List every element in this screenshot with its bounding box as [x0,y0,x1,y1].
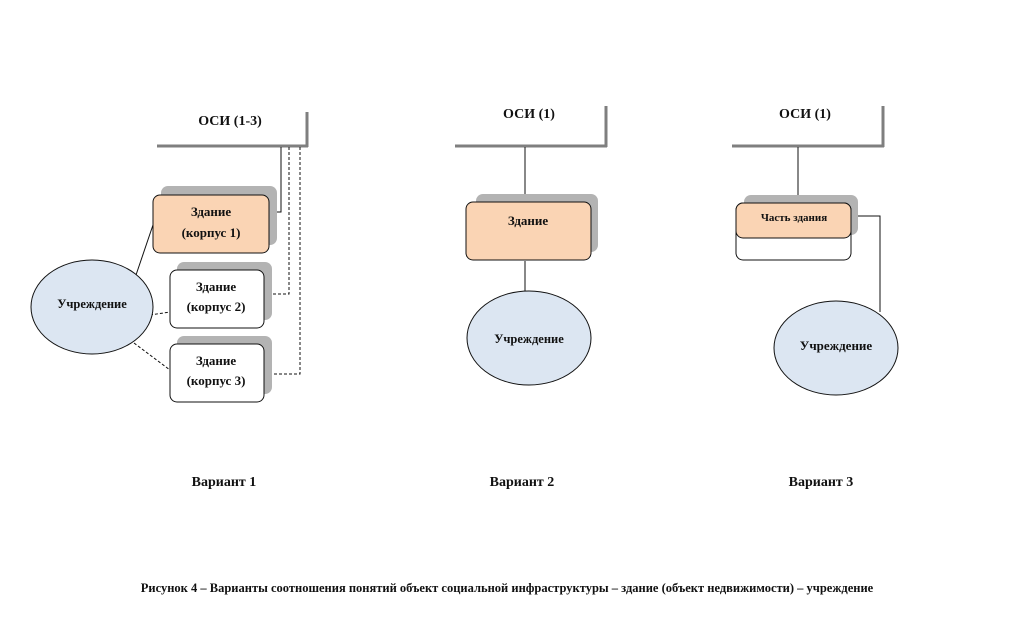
figure-caption: Рисунок 4 – Варианты соотношения понятий… [141,581,874,595]
institution-label: Учреждение [494,332,564,346]
osi-label: ОСИ (1-3) [198,114,262,129]
variant-title: Вариант 3 [789,475,854,490]
building-label: Здание [508,213,549,228]
connectors [133,147,301,375]
variant-3: ОСИ (1) Часть здания Учреждение Вариант … [732,106,899,490]
connectors [797,147,881,312]
variant-1: ОСИ (1-3) Здание (корпус 1) Здание (корп… [30,112,309,490]
building-sublabel: (корпус 3) [187,373,246,388]
variant-title: Вариант 2 [490,475,555,490]
building-part-label: Часть здания [761,212,827,224]
building-box: Здание (корпус 1) [152,186,277,254]
osi-block: ОСИ (1-3) [157,112,309,148]
building-box: Здание (корпус 2) [169,262,272,329]
building-sublabel: (корпус 1) [182,225,241,240]
variant-title: Вариант 1 [192,475,257,490]
building-part-box: Часть здания [735,195,858,261]
institution-ellipse: Учреждение [466,290,592,386]
osi-block: ОСИ (1) [455,106,608,148]
building-box: Здание (корпус 3) [169,336,272,403]
osi-label: ОСИ (1) [503,107,555,122]
osi-block: ОСИ (1) [732,106,885,148]
variant-2: ОСИ (1) Здание Учреждение Вариант 2 [455,106,608,490]
institution-ellipse: Учреждение [773,300,899,396]
institution-label: Учреждение [57,297,127,311]
building-box: Здание [465,194,598,261]
building-label: Здание [196,353,237,368]
building-label: Здание [191,204,232,219]
osi-label: ОСИ (1) [779,107,831,122]
institution-label: Учреждение [800,338,873,353]
building-sublabel: (корпус 2) [187,299,246,314]
building-label: Здание [196,279,237,294]
institution-ellipse: Учреждение [30,259,154,355]
